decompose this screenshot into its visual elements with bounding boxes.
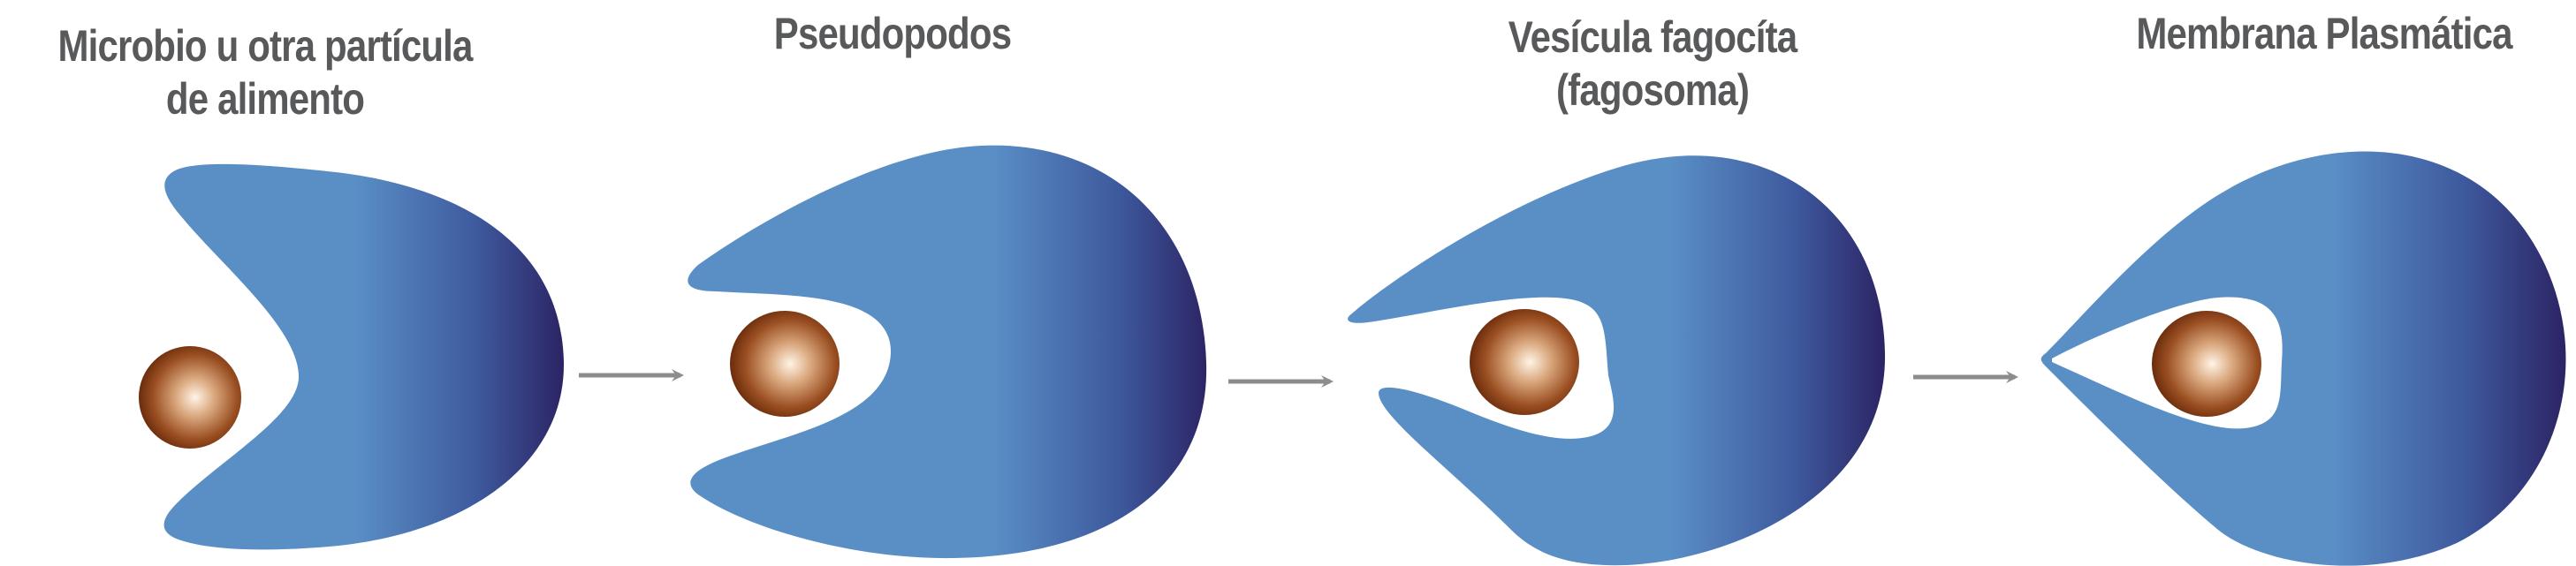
stage-4-label: Membrana Plasmática [2124,7,2525,60]
stage-3-label-line-2: (fagosoma) [1556,65,1750,115]
stage-1-label-line-1: Microbio u otra partícula [57,21,473,71]
stage-4-food-particle [2152,311,2261,417]
stage-2-label: Pseudopodos [759,7,1026,60]
stage-3-label-line-1: Vesícula fagocíta [1508,12,1797,62]
stage-4-cell-membrane [2040,151,2566,566]
stage-3-cell-group [1348,155,1886,566]
stage-2-label-line-1: Pseudopodos [773,9,1012,58]
stage-3-label: Vesícula fagocíta (fagosoma) [1482,11,1823,117]
stage-2-cell-membrane [688,145,1207,559]
stage-4-label-line-1: Membrana Plasmática [2136,9,2512,58]
stage-3-food-particle [1470,309,1579,415]
stage-1-label: Microbio u otra partícula de alimento [57,19,473,125]
stage-3-cell-membrane [1348,155,1886,566]
stage-4-cell-group [2040,151,2566,566]
stage-1-cell-group [139,163,565,550]
stage-1-label-line-2: de alimento [165,74,365,124]
stage-1-cell-membrane [163,163,565,550]
stage-1-food-particle [139,346,241,449]
stage-2-food-particle [730,311,840,417]
stage-2-cell-group [688,145,1207,559]
